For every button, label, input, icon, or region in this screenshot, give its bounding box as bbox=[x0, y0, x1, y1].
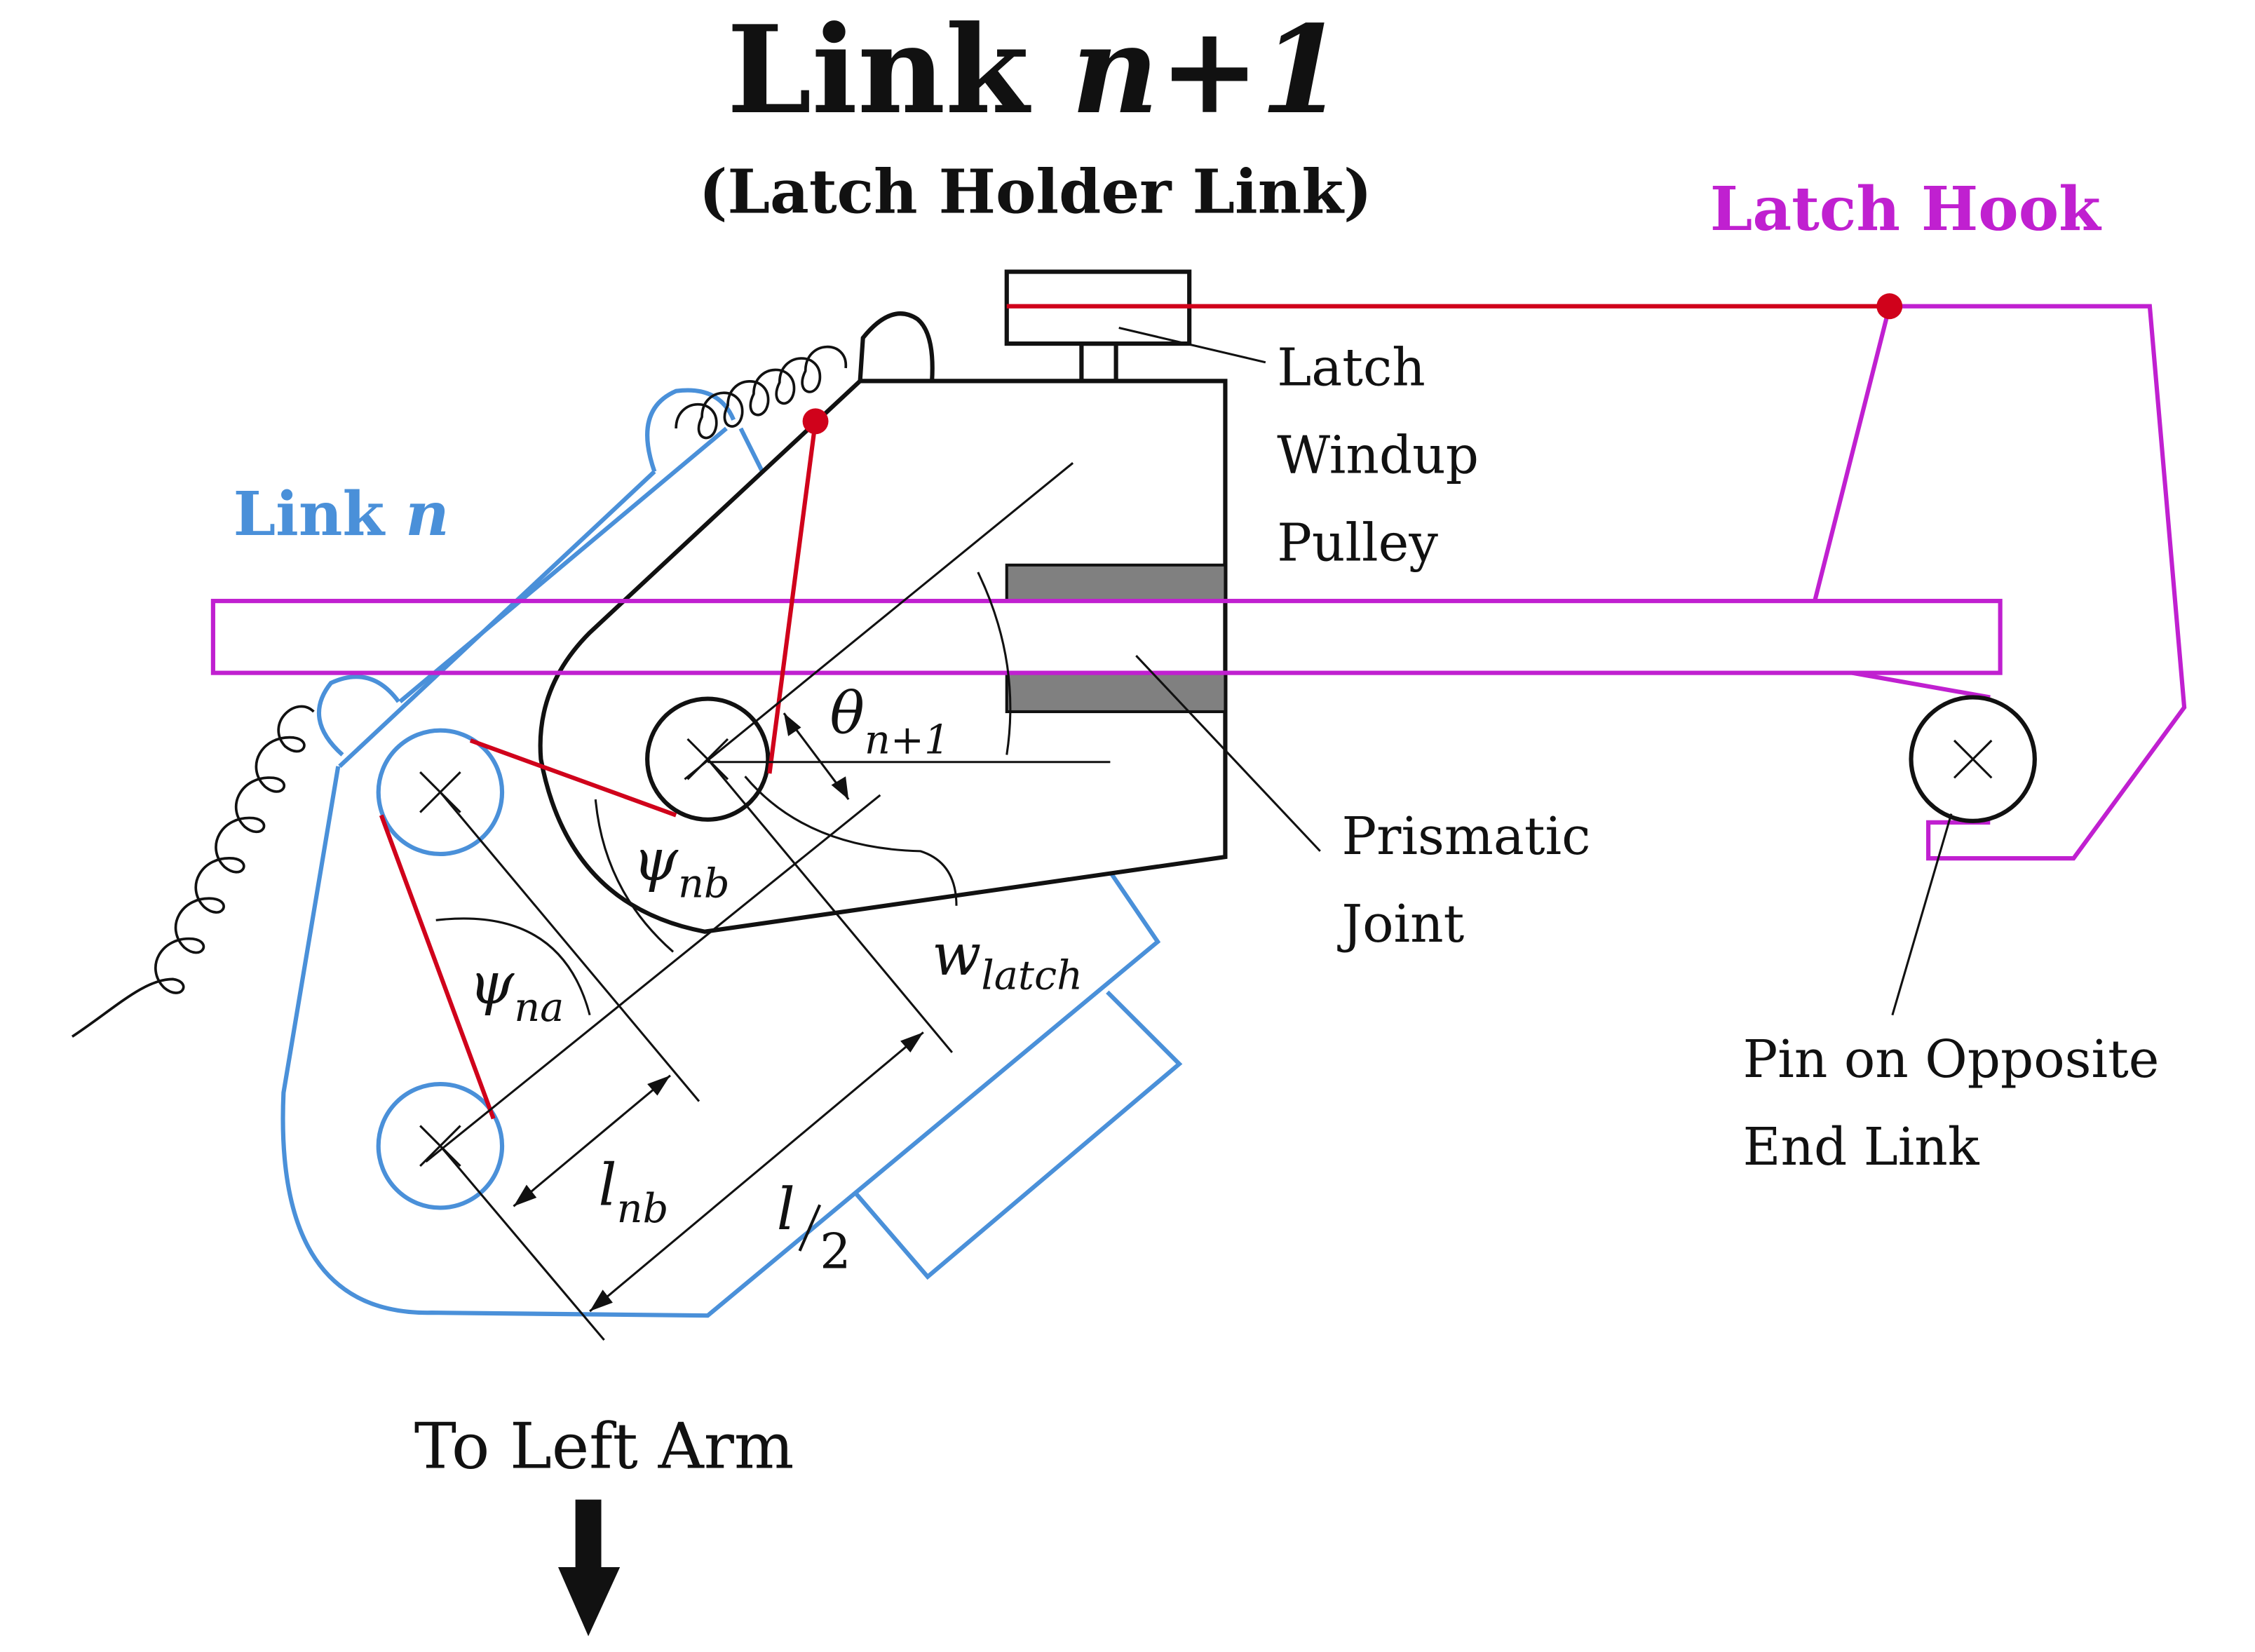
latch-hook bbox=[210, 304, 2187, 861]
prismatic-label-1: Prismatic bbox=[1342, 806, 1591, 867]
l-half-numerator: l bbox=[777, 1177, 795, 1243]
opposite-end-pin bbox=[1909, 695, 2037, 823]
latch-cable bbox=[379, 304, 1890, 1120]
lower-spring bbox=[71, 705, 315, 1038]
theta-symbol: θn+1 bbox=[830, 681, 950, 764]
psi-na-symbol: ψna bbox=[469, 951, 564, 1031]
hook-cable-dot bbox=[1876, 293, 1903, 320]
to-left-arm-label: To Left Arm bbox=[414, 1410, 794, 1484]
prismatic-label-2: Joint bbox=[1337, 894, 1465, 954]
pulley-label-3: Pulley bbox=[1277, 513, 1438, 574]
to-left-arm-arrow-icon bbox=[558, 1499, 621, 1637]
latch-windup-pulley bbox=[1004, 269, 1192, 384]
upper-spring bbox=[675, 345, 847, 440]
pulley-label-1: Latch bbox=[1277, 338, 1426, 398]
dimension-arrowheads bbox=[513, 713, 923, 1312]
link-n-body bbox=[280, 388, 1183, 1318]
latch-hook-label: Latch Hook bbox=[1710, 174, 2102, 245]
l-half-slash bbox=[798, 1204, 822, 1252]
cable-anchor-dot bbox=[802, 408, 829, 435]
pulley-label-2: Windup bbox=[1277, 426, 1479, 486]
prismatic-joint bbox=[1005, 563, 1227, 714]
link-n-label: Link n bbox=[233, 479, 449, 550]
psi-nb-symbol: ψnb bbox=[633, 827, 730, 907]
title-line-2: (Latch Holder Link) bbox=[699, 156, 1372, 227]
l-nb-symbol: lnb bbox=[598, 1152, 668, 1232]
pin-label-1: Pin on Opposite bbox=[1743, 1029, 2160, 1090]
pin-label-2: End Link bbox=[1743, 1117, 1980, 1177]
l-half-denominator: 2 bbox=[820, 1224, 851, 1280]
w-latch-symbol: wlatch bbox=[932, 922, 1083, 999]
title-line-1: Link n+1 bbox=[727, 0, 1344, 141]
